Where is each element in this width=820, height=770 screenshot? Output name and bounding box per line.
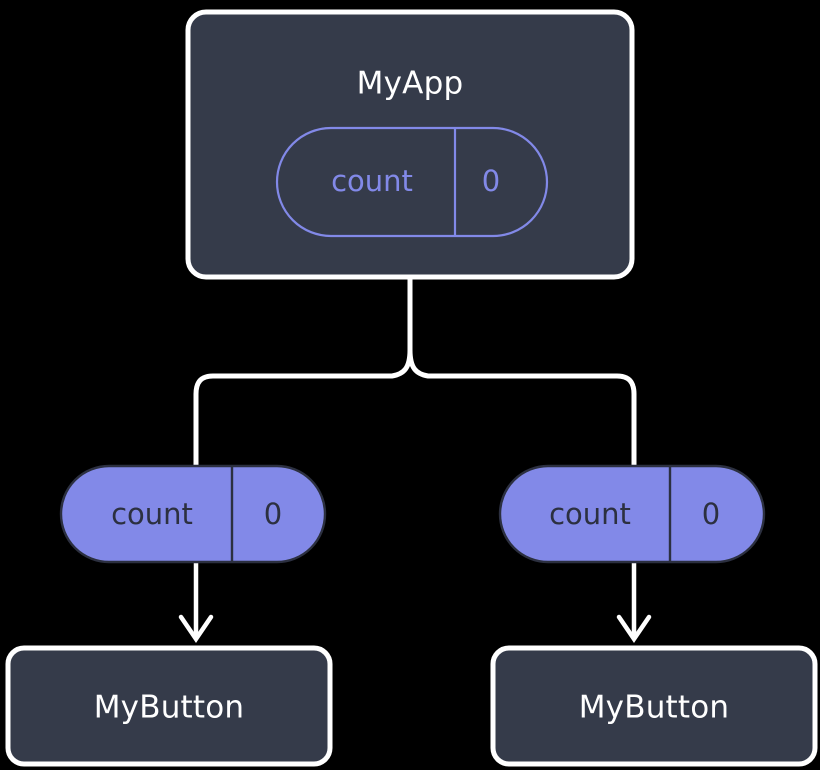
- left-state-key: count: [111, 497, 193, 531]
- left-state-value: 0: [264, 497, 282, 531]
- right-state-key: count: [549, 497, 631, 531]
- left-state-pill-shape[interactable]: [59, 464, 327, 564]
- right-state-pill-shape[interactable]: [498, 464, 766, 564]
- myapp-state-pill-shape[interactable]: [275, 126, 549, 238]
- arrow-head-left-icon: [178, 614, 214, 643]
- myapp-state-pill[interactable]: count 0: [275, 126, 549, 238]
- right-mybutton-box[interactable]: [490, 645, 818, 767]
- node-mybutton-left[interactable]: MyButton: [5, 645, 333, 767]
- left-state-pill[interactable]: count 0: [59, 464, 327, 564]
- myapp-state-key: count: [331, 164, 413, 198]
- node-myapp[interactable]: MyApp count 0: [185, 9, 635, 280]
- left-mybutton-title: MyButton: [94, 690, 245, 726]
- right-state-value: 0: [702, 497, 720, 531]
- branch-right: count 0 MyButton: [490, 464, 818, 767]
- myapp-title: MyApp: [357, 66, 464, 102]
- connector-branch-left: [193, 347, 413, 473]
- branch-left: count 0 MyButton: [5, 464, 333, 767]
- connector-branch-right: [407, 347, 637, 473]
- right-mybutton-title: MyButton: [579, 690, 730, 726]
- right-state-pill[interactable]: count 0: [498, 464, 766, 564]
- node-mybutton-right[interactable]: MyButton: [490, 645, 818, 767]
- myapp-box[interactable]: [185, 9, 635, 280]
- arrow-head-right-icon: [616, 614, 652, 643]
- myapp-state-value: 0: [482, 164, 500, 198]
- left-mybutton-box[interactable]: [5, 645, 333, 767]
